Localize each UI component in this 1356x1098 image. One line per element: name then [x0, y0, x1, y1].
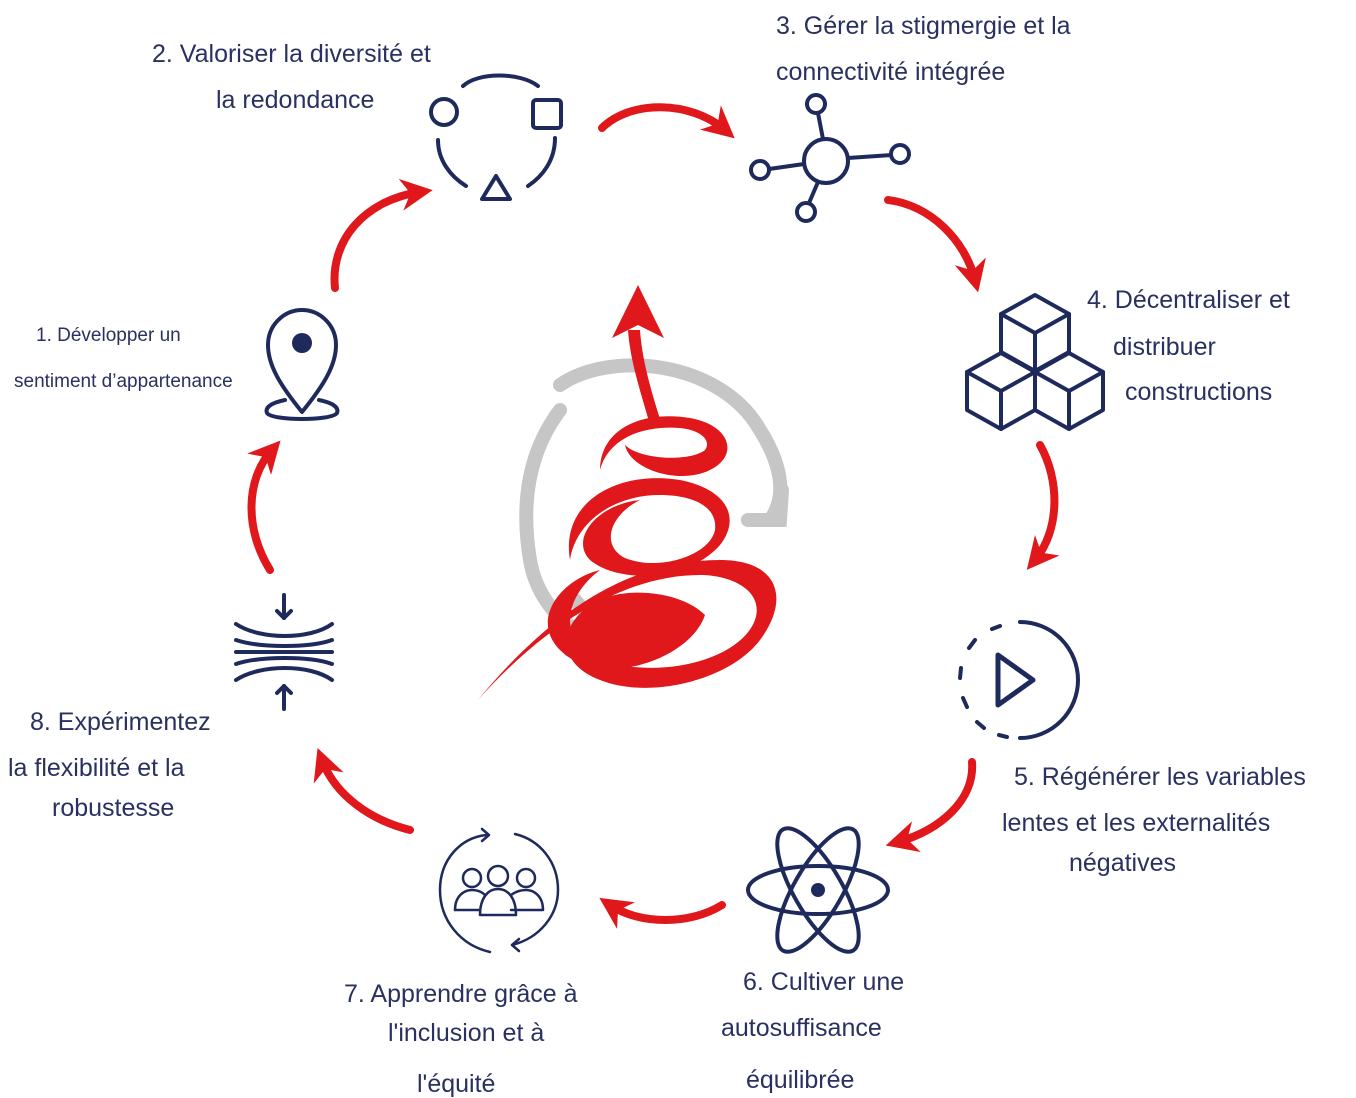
network-hub-icon	[749, 93, 911, 223]
step-7-line-3: l'équité	[417, 1070, 496, 1098]
step-2-line-1: 2. Valoriser la diversité et	[152, 40, 431, 68]
arrow-7-to-8	[313, 748, 414, 834]
step-5-line-1: 5. Régénérer les variables	[1014, 763, 1306, 791]
arrow-4-to-5	[1026, 441, 1060, 570]
group-cycle-icon	[438, 827, 560, 954]
step-4-line-3: constructions	[1125, 378, 1273, 406]
step-8-line-2: la flexibilité et la	[8, 754, 185, 782]
step-5-line-2: lentes et les externalités	[1002, 809, 1271, 837]
step-7-line-1: 7. Apprendre grâce à	[344, 980, 578, 1008]
center-spiral-graphic	[478, 285, 789, 700]
arrow-6-to-7	[599, 897, 726, 929]
step-8-line-1: 8. Expérimentez	[30, 708, 211, 736]
arrow-5-to-6	[885, 758, 977, 853]
red-spiral-ribbon	[478, 285, 777, 700]
step-1-line-2: sentiment d’appartenance	[14, 371, 233, 392]
atom-icon	[746, 826, 890, 954]
step-4-line-1: 4. Décentraliser et	[1087, 286, 1290, 314]
step-6-line-2: autosuffisance	[721, 1014, 882, 1042]
step-2-line-2: la redondance	[216, 86, 375, 114]
cycle-arrows	[247, 103, 1060, 929]
arrow-1-to-2	[330, 178, 433, 292]
step-1-line-1: 1. Développer un	[36, 325, 181, 346]
arrow-3-to-4	[884, 196, 986, 293]
step-4-line-2: distribuer	[1113, 333, 1216, 361]
arrow-8-to-1	[247, 440, 281, 574]
map-pin-icon	[264, 308, 340, 421]
compression-icon	[234, 593, 334, 711]
step-3-line-2: connectivité intégrée	[776, 58, 1006, 86]
step-7-line-2: l'inclusion et à	[388, 1019, 545, 1047]
stacked-cubes-icon	[965, 293, 1105, 431]
step-5-line-3: négatives	[1069, 849, 1177, 877]
play-cycle-icon	[958, 620, 1080, 740]
step-8-line-3: robustesse	[52, 794, 175, 822]
arrow-2-to-3	[598, 103, 735, 139]
step-6-line-3: équilibrée	[746, 1066, 855, 1094]
shapes-cycle-icon	[429, 73, 563, 201]
step-6-line-1: 6. Cultiver une	[743, 968, 905, 996]
step-3-line-1: 3. Gérer la stigmergie et la	[776, 12, 1071, 40]
